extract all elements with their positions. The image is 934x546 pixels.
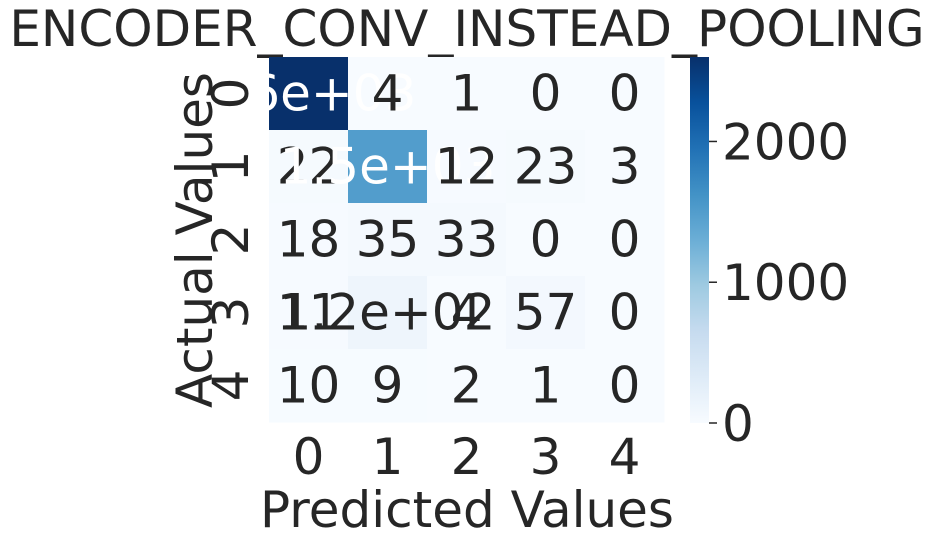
heatmap-cell (427, 130, 507, 204)
heatmap-cell (585, 130, 665, 204)
heatmap-cell (585, 57, 665, 131)
heatmap-cell-label: 3 (609, 138, 641, 196)
heatmap-cell (585, 349, 665, 423)
x-axis-label: Predicted Values (260, 481, 674, 539)
heatmap-cell (427, 57, 507, 131)
heatmap-cell (427, 203, 507, 277)
heatmap-cell (269, 276, 349, 350)
y-tick-label: 4 (202, 370, 260, 402)
colorbar-ticks: 0 1000 2000 (709, 113, 849, 453)
heatmap-cell-label: 12 (435, 138, 499, 196)
heatmap-cell-label: 11 (277, 284, 341, 342)
y-tick-label: 1 (202, 151, 260, 183)
chart-title: ENCODER_CONV_INSTEAD_POOLING (9, 0, 924, 58)
heatmap-cell-label: 4 (372, 65, 404, 123)
heatmap-cell-label: 33 (435, 211, 499, 269)
heatmap-cell-label: 2.6e+03 (201, 65, 417, 123)
heatmap-cell (506, 349, 586, 423)
heatmap-cell-label: 1 (451, 65, 483, 123)
heatmap-cell-label: 0 (609, 211, 641, 269)
heatmap-cell (348, 349, 428, 423)
heatmap-cell-label: 0 (609, 284, 641, 342)
heatmap-cell-label: 0 (609, 357, 641, 415)
x-tick-label: 1 (372, 428, 404, 486)
y-axis-ticks: 0 1 2 3 4 (202, 78, 260, 402)
heatmap-cell-label: 4 (451, 284, 483, 342)
heatmap-cell (506, 203, 586, 277)
heatmap-cell (348, 130, 428, 204)
heatmap-cell (585, 203, 665, 277)
heatmap-cell (269, 130, 349, 204)
colorbar-tick-label: 0 (722, 395, 754, 453)
heatmap-cell (269, 57, 349, 131)
y-tick-label: 2 (202, 224, 260, 256)
heatmap-cell (269, 203, 349, 277)
heatmap-cell-label: 23 (514, 138, 578, 196)
heatmap-cell-label: 1 (530, 357, 562, 415)
heatmap-cell-label: 2 (451, 357, 483, 415)
heatmap-cell-label: 35 (356, 211, 420, 269)
heatmap-cell-label: 18 (277, 211, 341, 269)
heatmap-cell (506, 57, 586, 131)
heatmap-cell (348, 203, 428, 277)
heatmap-cell (506, 130, 586, 204)
heatmap-cell (427, 349, 507, 423)
heatmap-cell-label: 57 (514, 284, 578, 342)
colorbar-tick-label: 1000 (722, 254, 849, 312)
heatmap-cell-label: 0 (530, 65, 562, 123)
heatmap-cell-label: 22 (277, 138, 341, 196)
colorbar (690, 57, 709, 423)
heatmap-cell-label: 10 (277, 357, 341, 415)
heatmap-cell (348, 276, 428, 350)
heatmap-cell (585, 276, 665, 350)
heatmap-cell-label: 0 (530, 211, 562, 269)
x-tick-label: 4 (609, 428, 641, 486)
y-tick-label: 0 (202, 78, 260, 110)
heatmap-cell-label: 0 (609, 65, 641, 123)
heatmap-cell-label: 1.5e+03 (280, 138, 496, 196)
colorbar-tick-label: 2000 (722, 113, 849, 171)
heatmap-cell (427, 276, 507, 350)
heatmap-cells (269, 57, 665, 423)
heatmap-cell (506, 276, 586, 350)
y-tick-label: 3 (202, 297, 260, 329)
heatmap-cell-label: 1.2e+02 (280, 284, 496, 342)
heatmap-cell-label: 9 (372, 357, 404, 415)
x-tick-label: 2 (451, 428, 483, 486)
y-axis-label: Actual Values (166, 72, 224, 408)
x-tick-label: 3 (530, 428, 562, 486)
heatmap-cell (348, 57, 428, 131)
heatmap-cell (269, 349, 349, 423)
x-tick-label: 0 (293, 428, 325, 486)
